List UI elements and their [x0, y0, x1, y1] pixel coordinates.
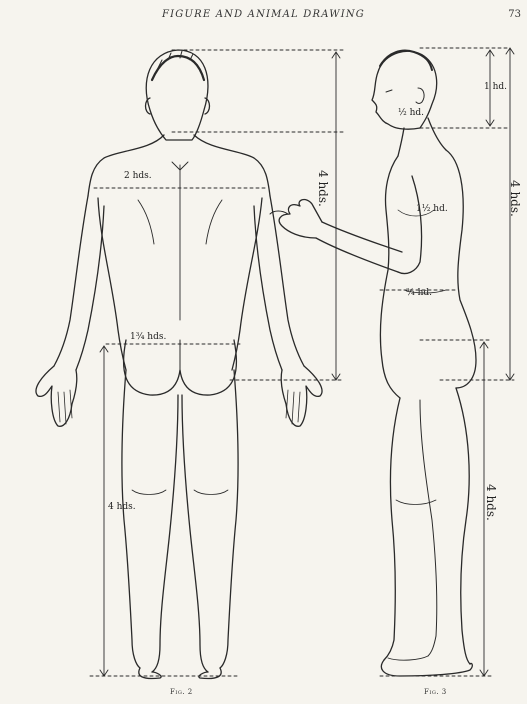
head-height-label: 1 hd. — [484, 82, 507, 92]
waist-label: ¾ hd. — [406, 288, 432, 298]
torso-height-label: 4 hds. — [316, 170, 330, 207]
side-leg-length-label: 4 hds. — [484, 484, 498, 521]
back-leg-length-label: 4 hds. — [108, 502, 136, 512]
shoulder-width-label: 2 hds. — [124, 171, 152, 181]
fig-2-caption: Fig. 2 — [170, 688, 193, 696]
side-torso-height-label: 4 hds. — [508, 180, 522, 217]
fig-3-caption: Fig. 3 — [424, 688, 447, 696]
chin-label: ½ hd. — [398, 108, 424, 118]
hip-width-label: 1¾ hds. — [130, 332, 166, 342]
arm-label: 1½ hd. — [416, 204, 448, 214]
side-figure-drawing — [270, 51, 476, 676]
back-figure-drawing — [36, 50, 322, 679]
